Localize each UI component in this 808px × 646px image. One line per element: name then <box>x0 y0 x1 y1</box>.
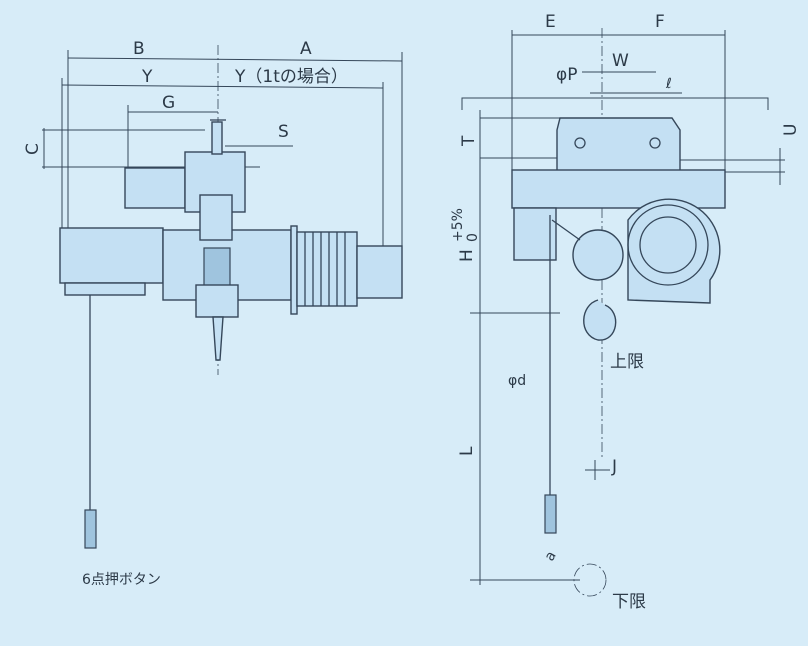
gearbox-bellows <box>296 231 358 307</box>
dim-line-BA <box>67 57 403 62</box>
label-G: G <box>162 93 175 113</box>
drum-inner <box>639 216 697 274</box>
label-T: T <box>459 135 479 147</box>
rope-guide <box>203 247 231 291</box>
label-H-tol-upper: +5% <box>450 208 466 242</box>
lower-hook-position <box>573 563 607 597</box>
drum-housing <box>627 198 721 304</box>
trolley-block <box>199 194 233 241</box>
front-view: B A Y Y（1tの場合） G C S 6点押ボタン <box>23 39 403 588</box>
pendant-switch <box>544 494 557 534</box>
label-l: ℓ <box>665 76 672 92</box>
motor-body <box>59 227 164 284</box>
pendant-switch <box>84 509 97 549</box>
label-J: J <box>611 457 617 477</box>
label-B: B <box>133 39 145 59</box>
label-S: S <box>278 122 289 142</box>
label-H: H <box>457 249 477 262</box>
rail-web <box>211 121 223 155</box>
label-a: a <box>542 549 560 564</box>
label-P: φP <box>556 65 577 85</box>
label-U: U <box>781 124 801 136</box>
upper-limit-label: 上限 <box>610 352 644 372</box>
dim-line-Y <box>61 84 384 89</box>
label-E: E <box>545 12 556 32</box>
label-H-tol-lower: 0 <box>465 233 481 242</box>
lower-limit-label: 下限 <box>612 592 646 612</box>
hoist-frame <box>511 169 726 209</box>
flange <box>290 225 298 315</box>
drum-outer <box>627 204 709 286</box>
hook-side <box>583 299 617 341</box>
hook-front <box>212 316 224 361</box>
brace <box>551 219 581 241</box>
wheel-axle <box>574 137 586 149</box>
label-C: C <box>23 143 43 155</box>
pendant-label: 6点押ボタン <box>82 572 161 588</box>
motor-foot <box>64 282 146 296</box>
hook-block <box>195 284 239 318</box>
wheel-axle <box>649 137 661 149</box>
sheave <box>572 229 624 281</box>
label-L: L <box>457 446 477 456</box>
rail-outline <box>461 97 769 110</box>
control-box <box>124 167 186 209</box>
brake-cover <box>356 245 403 299</box>
label-W: W <box>612 51 629 71</box>
side-view: E F W φP ℓ T U H +5% 0 上限 φd L J a 下限 <box>450 12 801 612</box>
side-box <box>513 207 557 261</box>
bellows-ribs <box>304 232 346 306</box>
label-Y: Y <box>141 67 153 87</box>
label-F: F <box>655 12 665 32</box>
label-A: A <box>300 39 312 59</box>
label-d: φd <box>508 373 526 389</box>
label-Y-1t: Y（1tの場合） <box>234 67 348 87</box>
